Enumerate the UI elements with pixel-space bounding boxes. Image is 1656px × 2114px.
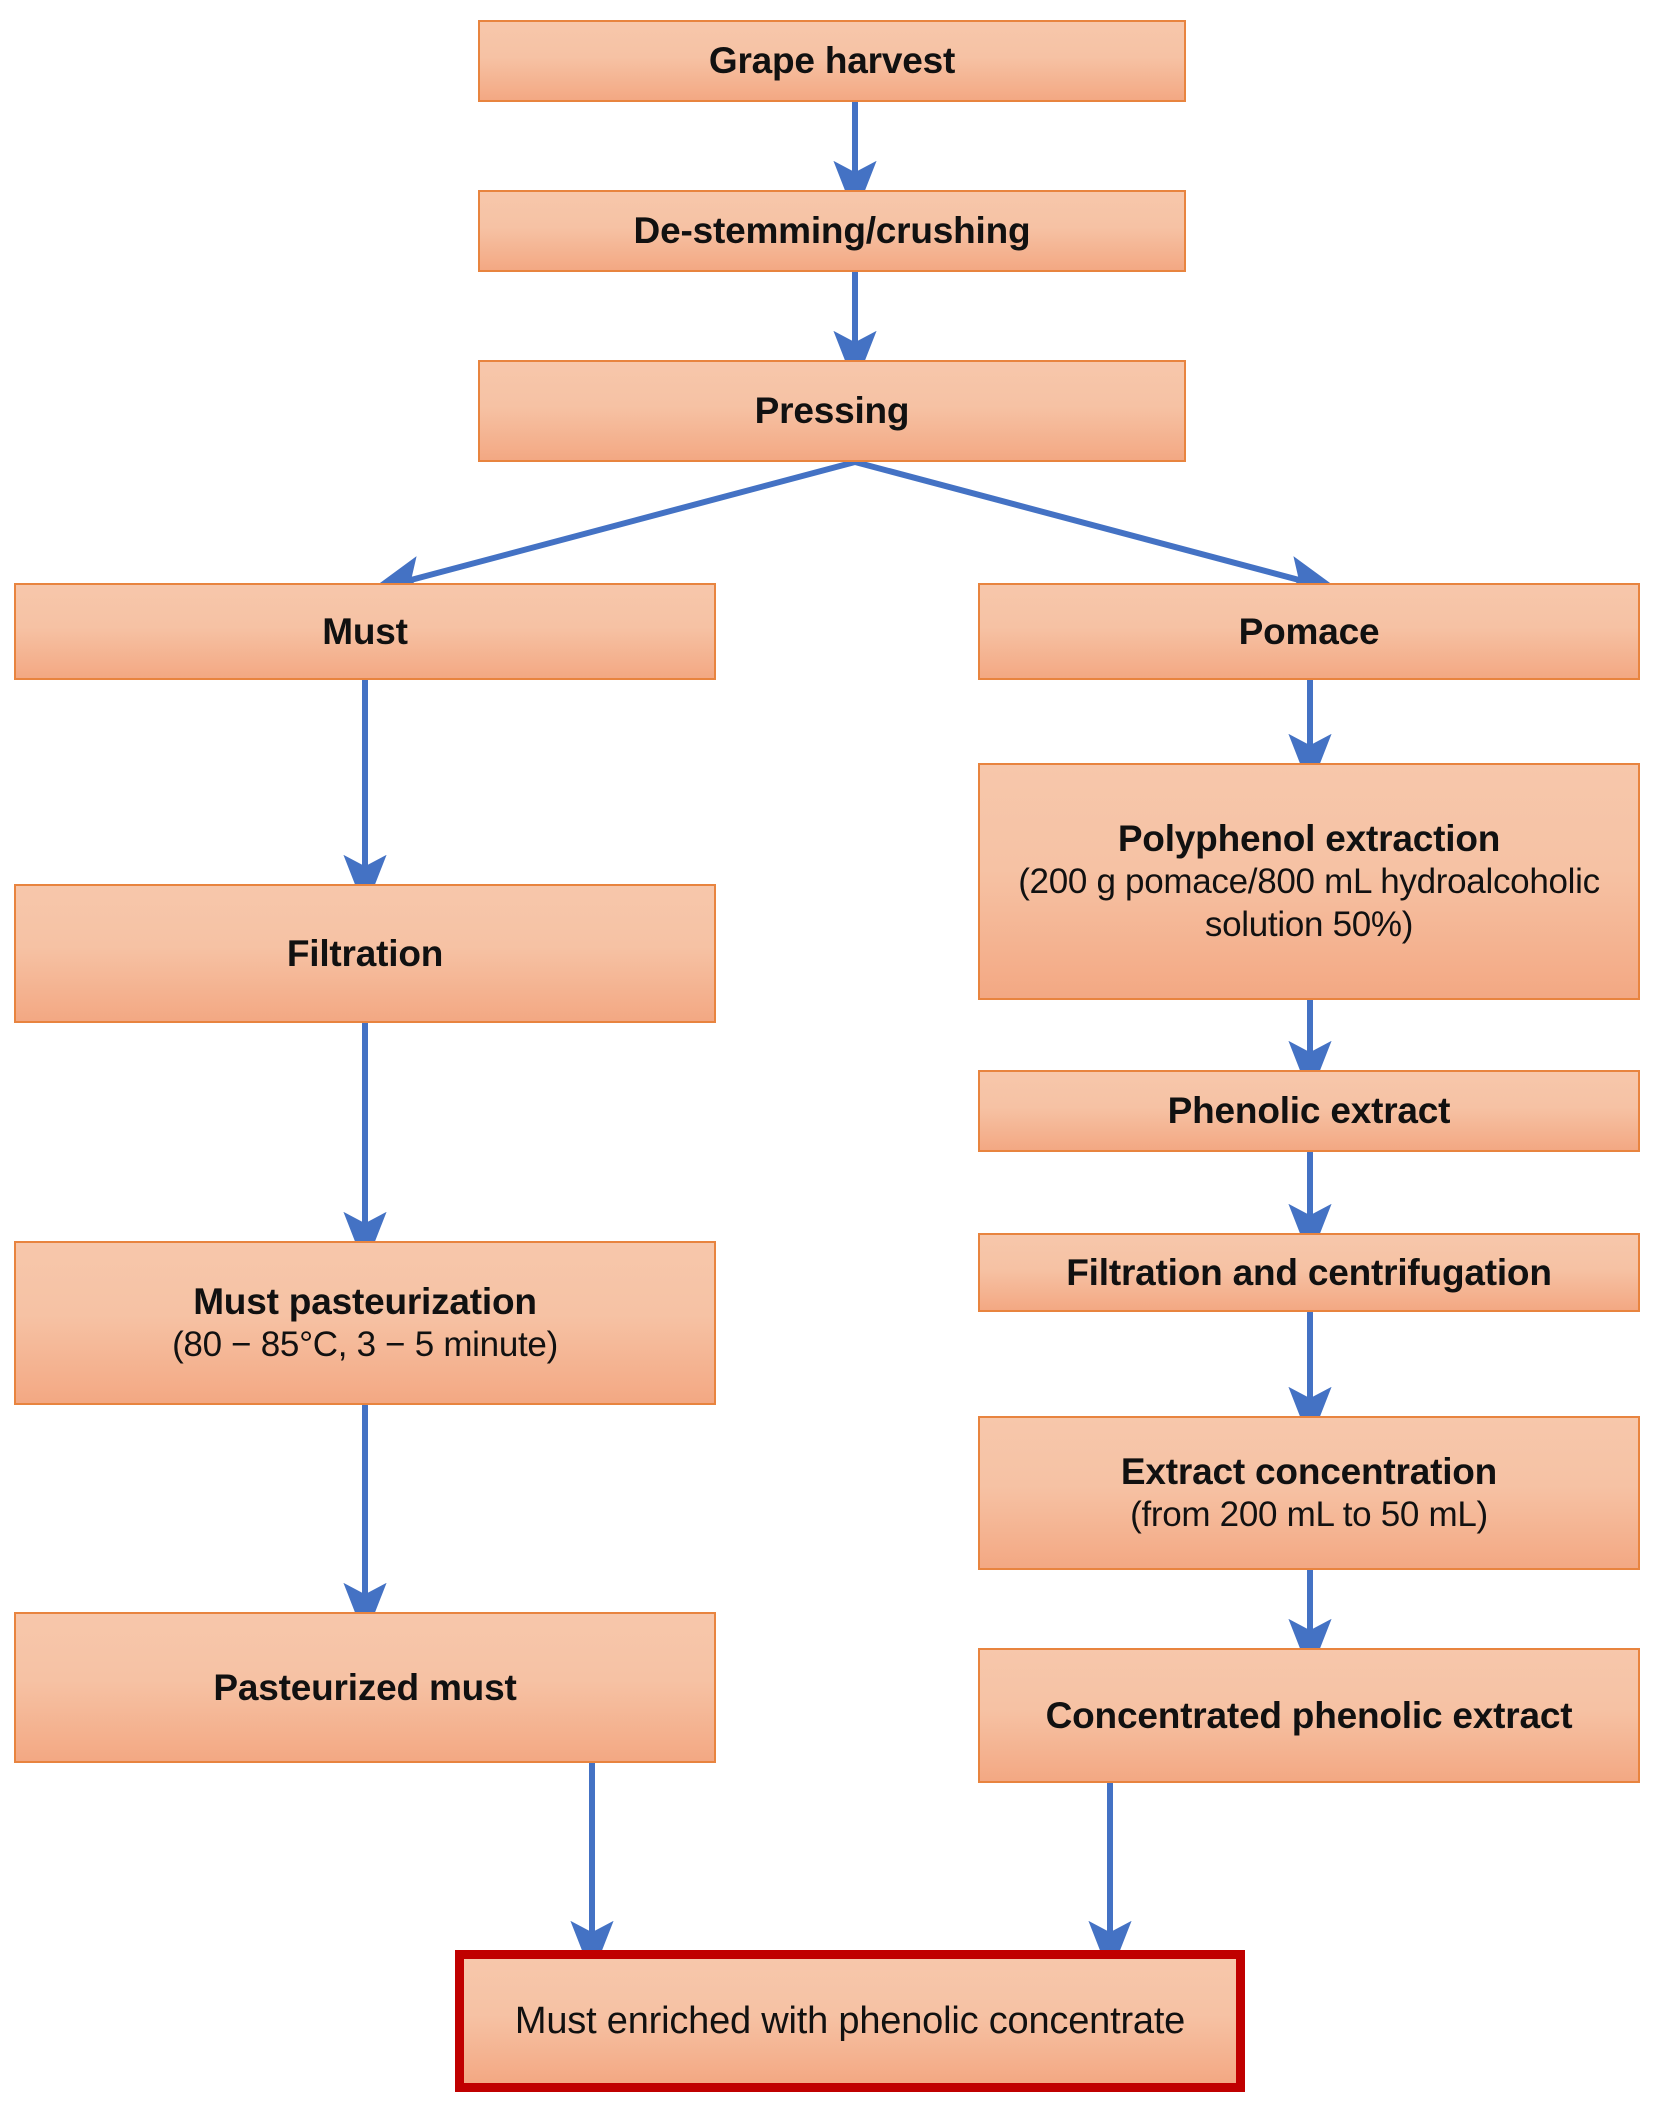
node-label-line1: Pasteurized must bbox=[213, 1666, 517, 1708]
node-label-line1: Filtration and centrifugation bbox=[1066, 1251, 1552, 1293]
node-pomace[interactable]: Pomace bbox=[978, 583, 1640, 680]
node-label-line2: (from 200 mL to 50 mL) bbox=[1130, 1495, 1488, 1535]
node-phenolic-extract[interactable]: Phenolic extract bbox=[978, 1070, 1640, 1152]
node-label-line2: (80 − 85°C, 3 − 5 minute) bbox=[172, 1325, 558, 1365]
node-extract-concentration[interactable]: Extract concentration (from 200 mL to 50… bbox=[978, 1416, 1640, 1570]
node-label-line1: Extract concentration bbox=[1120, 1451, 1498, 1493]
node-label-line2: (200 g pomace/800 mL hydroalcoholic solu… bbox=[1018, 862, 1600, 945]
node-label-line1: Must pasteurization bbox=[193, 1281, 537, 1323]
edge-pressing-to-pomace bbox=[854, 459, 1342, 598]
edge-pressing-to-must bbox=[368, 459, 856, 598]
node-filtration[interactable]: Filtration bbox=[14, 884, 716, 1023]
node-label-line1: Filtration bbox=[286, 932, 444, 974]
node-label-line1: Must bbox=[322, 610, 408, 652]
node-label-line1: Concentrated phenolic extract bbox=[1045, 1694, 1573, 1736]
node-polyphenol-extraction[interactable]: Polyphenol extraction (200 g pomace/800 … bbox=[978, 763, 1640, 1000]
node-label-line1: Must enriched with phenolic concentrate bbox=[514, 1999, 1186, 2042]
node-label-line1: De-stemming/crushing bbox=[633, 210, 1031, 252]
node-must-pasteurization[interactable]: Must pasteurization (80 − 85°C, 3 − 5 mi… bbox=[14, 1241, 716, 1405]
node-de-stemming-crushing[interactable]: De-stemming/crushing bbox=[478, 190, 1186, 272]
node-label-line1: Grape harvest bbox=[708, 40, 956, 82]
node-label-line1: Pomace bbox=[1238, 610, 1380, 652]
node-must[interactable]: Must bbox=[14, 583, 716, 680]
node-grape-harvest[interactable]: Grape harvest bbox=[478, 20, 1186, 102]
node-pasteurized-must[interactable]: Pasteurized must bbox=[14, 1612, 716, 1763]
node-label-line1: Pressing bbox=[754, 390, 910, 432]
node-label-line1: Phenolic extract bbox=[1167, 1090, 1451, 1132]
node-must-enriched-with-phenolic-concentrate[interactable]: Must enriched with phenolic concentrate bbox=[455, 1950, 1245, 2092]
node-label-line1: Polyphenol extraction bbox=[1117, 818, 1501, 860]
node-filtration-centrifugation[interactable]: Filtration and centrifugation bbox=[978, 1233, 1640, 1312]
node-pressing[interactable]: Pressing bbox=[478, 360, 1186, 462]
node-concentrated-phenolic-extract[interactable]: Concentrated phenolic extract bbox=[978, 1648, 1640, 1783]
